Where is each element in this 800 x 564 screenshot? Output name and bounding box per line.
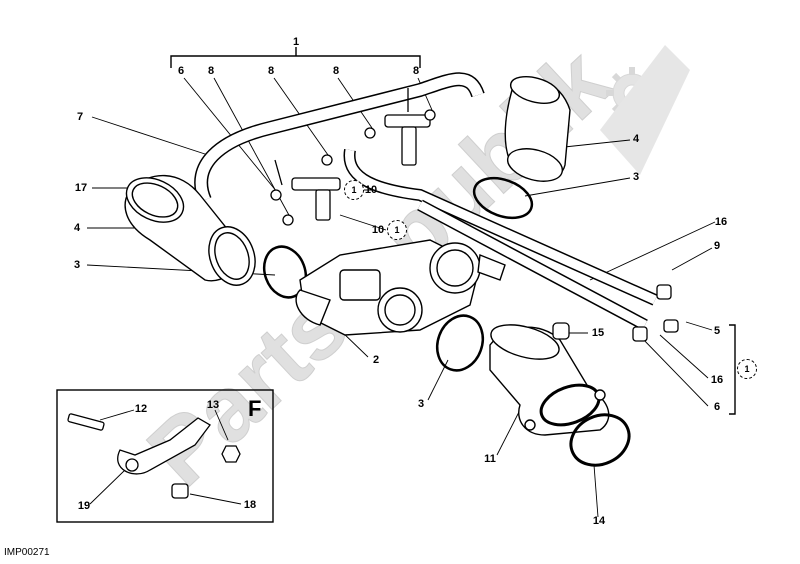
callout-6: 6 [713, 401, 721, 413]
o-ring-14 [569, 413, 631, 467]
bracket-right [729, 324, 736, 415]
callout-15: 15 [591, 327, 605, 339]
callout-4: 4 [632, 133, 640, 145]
callout-14: 14 [592, 515, 606, 527]
throttle-body [295, 239, 506, 336]
hose-7 [194, 72, 485, 203]
callout-17: 17 [74, 182, 88, 194]
callout-1: 1 [292, 36, 300, 48]
clamp-3-bottom [435, 314, 485, 372]
callout-9: 9 [713, 240, 721, 252]
clamp-3-left [262, 245, 308, 299]
callout-2: 2 [372, 354, 380, 366]
callout-10: 10 [364, 184, 378, 196]
callout-18: 18 [243, 499, 257, 511]
group-marker-1: 1 [344, 180, 364, 200]
callout-19: 19 [77, 500, 91, 512]
group-marker-1: 1 [387, 220, 407, 240]
bracket-1 [170, 47, 421, 68]
fuel-rail [270, 88, 436, 226]
hose-16 [343, 149, 658, 331]
intake-manifold [489, 324, 610, 436]
callout-10: 10 [371, 224, 385, 236]
leader-lines [86, 77, 716, 518]
inset-bracket [67, 413, 241, 499]
callout-8: 8 [207, 65, 215, 77]
callout-13: 13 [206, 399, 220, 411]
callout-16: 16 [710, 374, 724, 386]
clamp-3-right [472, 176, 534, 220]
callout-8: 8 [332, 65, 340, 77]
callout-8: 8 [412, 65, 420, 77]
callout-6: 6 [177, 65, 185, 77]
watermark-flag [600, 45, 690, 175]
inset-box [56, 389, 274, 523]
callout-3: 3 [417, 398, 425, 410]
intake-duct-right [504, 76, 571, 182]
callout-4: 4 [73, 222, 81, 234]
callout-3: 3 [632, 171, 640, 183]
callout-8: 8 [267, 65, 275, 77]
inset-label: F [248, 396, 262, 421]
intake-duct-left [124, 174, 256, 286]
small-parts [552, 284, 679, 342]
callout-11: 11 [484, 453, 496, 465]
image-code: IMP00271 [4, 547, 50, 558]
callout-7: 7 [76, 111, 84, 123]
group-marker-1: 1 [737, 359, 757, 379]
callout-12: 12 [134, 403, 148, 415]
callout-5: 5 [713, 325, 721, 337]
callout-3: 3 [73, 259, 81, 271]
callout-16: 16 [714, 216, 728, 228]
